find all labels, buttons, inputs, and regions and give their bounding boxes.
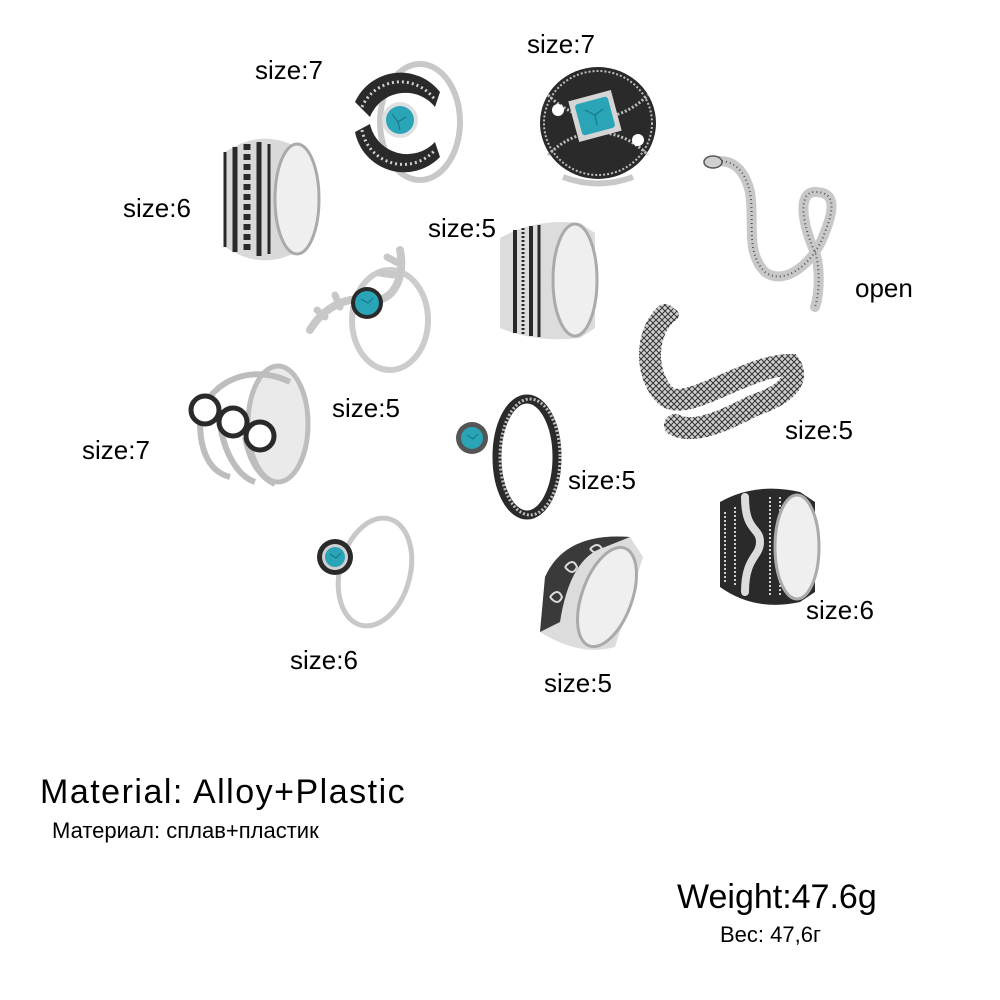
material-title-ru: Материал: сплав+пластик bbox=[52, 818, 319, 843]
triple-circle-band-ring-image bbox=[188, 362, 320, 492]
size-label-crescent-ring: size:7 bbox=[255, 55, 323, 85]
size-label-stacked-band: size:5 bbox=[568, 465, 636, 495]
thin-turquoise-solitaire-ring-image bbox=[310, 512, 420, 632]
size-label-shield-ring: size:7 bbox=[527, 29, 595, 59]
turquoise-stacked-band-ring-image bbox=[452, 394, 572, 520]
size-label-antler-ring: size:5 bbox=[332, 393, 400, 423]
paisley-engraved-band-ring-image bbox=[535, 527, 650, 657]
size-label-striped-band: size:5 bbox=[428, 213, 496, 243]
striped-band-ring-image bbox=[495, 218, 607, 343]
size-label-solitaire: size:6 bbox=[290, 645, 358, 675]
material-title-en: Material: Alloy+Plastic bbox=[40, 773, 407, 811]
size-label-paisley-band: size:5 bbox=[544, 668, 612, 698]
weight-en: Weight:47.6g bbox=[677, 878, 877, 916]
size-label-scaled-snake: size:5 bbox=[785, 415, 853, 445]
square-turquoise-shield-ring-image bbox=[533, 65, 663, 190]
weight-ru: Вес: 47,6г bbox=[720, 922, 821, 947]
antler-turquoise-ring-image bbox=[305, 245, 435, 375]
size-label-wave-band: size:6 bbox=[806, 595, 874, 625]
crescent-turquoise-ring-image bbox=[340, 61, 470, 192]
size-label-triple-circle: size:7 bbox=[82, 435, 150, 465]
scaled-snake-ring-image bbox=[635, 304, 805, 445]
wide-dotted-band-ring-image bbox=[215, 132, 325, 262]
coiled-snake-ring-image bbox=[703, 152, 860, 312]
open-label-coiled-snake: open bbox=[855, 273, 913, 303]
size-label-wide-band: size:6 bbox=[123, 193, 191, 223]
dotted-wave-band-ring-image bbox=[715, 482, 825, 607]
